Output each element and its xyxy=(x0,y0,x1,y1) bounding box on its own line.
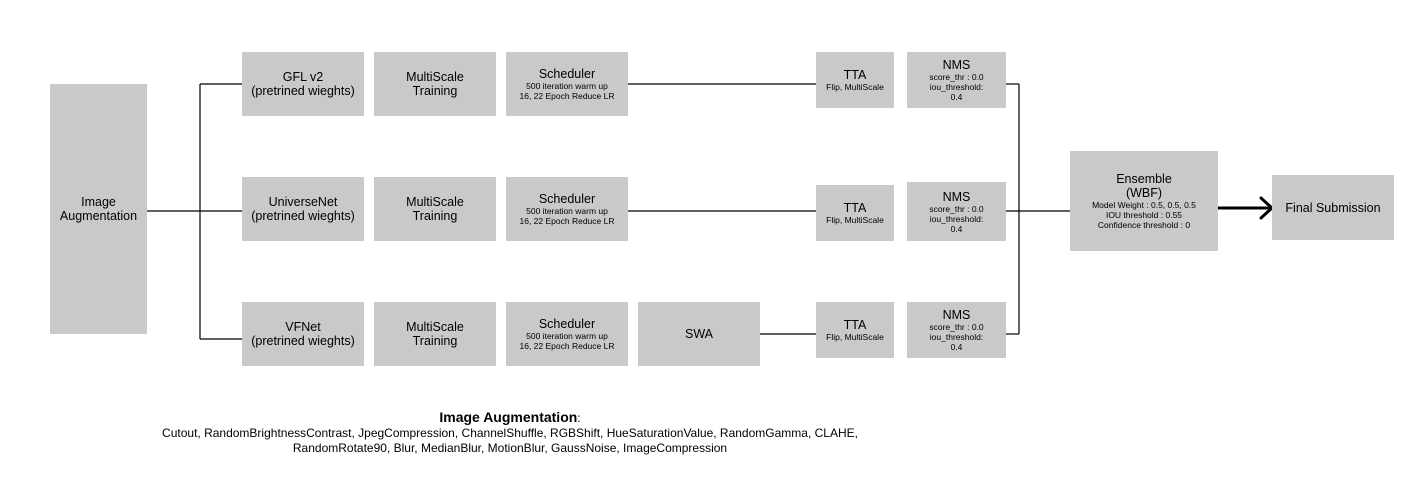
tta-title: TTA xyxy=(843,201,867,215)
training-line1: MultiScale xyxy=(406,320,464,334)
ensemble-line1: Model Weight : 0.5, 0.5, 0.5 xyxy=(1092,200,1196,210)
ensemble-title: Ensemble xyxy=(1116,172,1172,186)
scheduler-line1: 500 iteration warm up xyxy=(526,81,608,91)
training-line1: MultiScale xyxy=(406,195,464,209)
footnote-line1: Cutout, RandomBrightnessContrast, JpegCo… xyxy=(162,426,858,440)
nms-box-1: NMS score_thr : 0.0 iou_threshold: 0.4 xyxy=(907,52,1006,108)
tta-box-1: TTA Flip, MultiScale xyxy=(816,52,894,108)
scheduler-title: Scheduler xyxy=(538,67,596,81)
swa-label: SWA xyxy=(684,327,713,341)
scheduler-line2: 16, 22 Epoch Reduce LR xyxy=(519,216,615,226)
tta-box-2: TTA Flip, MultiScale xyxy=(816,185,894,241)
tta-title: TTA xyxy=(843,68,867,82)
model-name: VFNet xyxy=(285,320,321,334)
nms-line3: 0.4 xyxy=(950,92,963,102)
tta-detail: Flip, MultiScale xyxy=(826,332,884,342)
ensemble-box: Ensemble (WBF) Model Weight : 0.5, 0.5, … xyxy=(1070,151,1218,251)
nms-line3: 0.4 xyxy=(950,342,963,352)
nms-line2: iou_threshold: xyxy=(929,213,984,224)
nms-line2: iou_threshold: xyxy=(929,82,984,92)
nms-line1: score_thr : 0.0 xyxy=(929,322,984,332)
ensemble-line2: IOU threshold : 0.55 xyxy=(1105,210,1183,220)
tta-title: TTA xyxy=(843,318,867,332)
augmentation-footnote: Image Augmentation: Cutout, RandomBright… xyxy=(0,410,1020,456)
tta-detail: Flip, MultiScale xyxy=(826,215,884,225)
training-line2: Training xyxy=(412,334,458,348)
ensemble-subtitle: (WBF) xyxy=(1125,186,1163,200)
footnote-title: Image Augmentation xyxy=(439,409,578,425)
scheduler-line2: 16, 22 Epoch Reduce LR xyxy=(519,91,615,101)
final-submission-label: Final Submission xyxy=(1285,200,1381,215)
footnote-heading: Image Augmentation: xyxy=(0,410,1020,426)
ensemble-line3: Confidence threshold : 0 xyxy=(1097,220,1191,230)
input-label-line2: Augmentation xyxy=(59,209,138,223)
scheduler-title: Scheduler xyxy=(538,317,596,331)
input-label-line1: Image xyxy=(81,195,116,209)
training-box-2: MultiScale Training xyxy=(374,177,496,241)
scheduler-box-2: Scheduler 500 iteration warm up 16, 22 E… xyxy=(506,177,628,241)
scheduler-line1: 500 iteration warm up xyxy=(526,206,608,216)
model-note: (pretrined wieghts) xyxy=(251,334,355,348)
nms-box-3: NMS score_thr : 0.0 iou_threshold: 0.4 xyxy=(907,302,1006,358)
footnote-colon: : xyxy=(577,411,581,425)
final-submission-box: Final Submission xyxy=(1272,175,1394,240)
model-box-universenet: UniverseNet (pretrined wieghts) xyxy=(242,177,364,241)
nms-box-2: NMS score_thr : 0.0 iou_threshold: 0.4 xyxy=(907,182,1006,241)
nms-line1: score_thr : 0.0 xyxy=(929,203,984,214)
training-box-1: MultiScale Training xyxy=(374,52,496,116)
nms-title: NMS xyxy=(942,58,971,72)
nms-title: NMS xyxy=(942,308,971,322)
training-line1: MultiScale xyxy=(406,70,464,84)
scheduler-box-3: Scheduler 500 iteration warm up 16, 22 E… xyxy=(506,302,628,366)
scheduler-box-1: Scheduler 500 iteration warm up 16, 22 E… xyxy=(506,52,628,116)
training-box-3: MultiScale Training xyxy=(374,302,496,366)
nms-title: NMS xyxy=(942,189,971,204)
scheduler-title: Scheduler xyxy=(538,192,596,206)
tta-box-3: TTA Flip, MultiScale xyxy=(816,302,894,358)
model-box-vfnet: VFNet (pretrined wieghts) xyxy=(242,302,364,366)
swa-box: SWA xyxy=(638,302,760,366)
model-note: (pretrined wieghts) xyxy=(251,84,355,98)
image-augmentation-box: Image Augmentation xyxy=(50,84,147,334)
training-line2: Training xyxy=(412,84,458,98)
model-name: UniverseNet xyxy=(268,195,338,209)
nms-line2: iou_threshold: xyxy=(929,332,984,342)
scheduler-line2: 16, 22 Epoch Reduce LR xyxy=(519,341,615,351)
tta-detail: Flip, MultiScale xyxy=(826,82,884,92)
model-note: (pretrined wieghts) xyxy=(251,209,355,223)
footnote-line2: RandomRotate90, Blur, MedianBlur, Motion… xyxy=(292,441,728,455)
model-box-gfl-v2: GFL v2 (pretrined wieghts) xyxy=(242,52,364,116)
model-name: GFL v2 xyxy=(282,70,324,84)
nms-line3: 0.4 xyxy=(950,223,963,234)
nms-line1: score_thr : 0.0 xyxy=(929,72,984,82)
scheduler-line1: 500 iteration warm up xyxy=(526,331,608,341)
training-line2: Training xyxy=(412,209,458,223)
